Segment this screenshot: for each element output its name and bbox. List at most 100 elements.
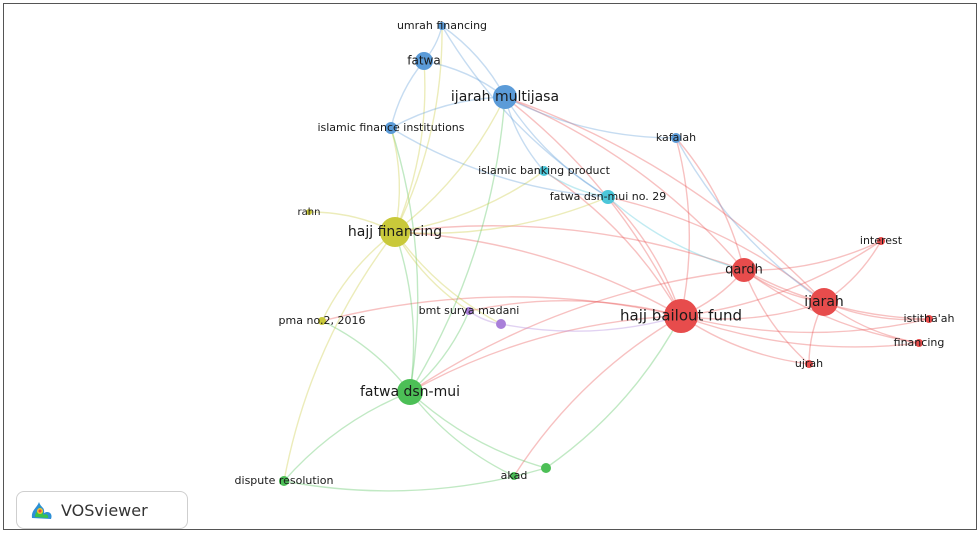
node-label-dispute-resolution: dispute resolution [235, 474, 334, 487]
node-hajj-bailout-fund[interactable] [664, 299, 698, 333]
vosviewer-logo-icon [31, 502, 52, 519]
brand-name: VOSviewer [61, 500, 148, 520]
node-label-ujrah: ujrah [795, 357, 823, 370]
link-hajj-financing-purple-small [394, 231, 502, 325]
link-hajj-bailout-fund-hajj-financing [394, 231, 682, 317]
node-purple-small[interactable] [496, 319, 506, 329]
link-hajj-bailout-fund-fatwa-dsn-mui [409, 315, 682, 393]
link-fatwa-dsn-mui-dispute-resolution [283, 391, 411, 482]
node-kafalah[interactable] [671, 133, 681, 143]
node-label-islamic-banking-product: islamic banking product [478, 164, 610, 177]
node-label-kafalah: kafalah [656, 131, 696, 144]
node-pma-no2-2016[interactable] [318, 317, 326, 325]
link-qardh-interest [743, 240, 882, 271]
link-fatwa-dsn-mui-ijarah-multijasa [409, 96, 506, 393]
node-label-rahn: rahn [298, 207, 321, 218]
node-islamic-banking-product[interactable] [539, 166, 549, 176]
labels-layer: hajj bailout fund qardh ijarah interest isti… [235, 19, 955, 487]
link-fatwa-dsn-mui-hajj-financing [394, 231, 415, 393]
node-financing[interactable] [915, 339, 923, 347]
vosviewer-logo: VOSviewer [16, 491, 188, 529]
node-fatwa[interactable] [415, 52, 433, 70]
node-label-istithaah: istitha'ah [904, 312, 955, 325]
links-layer [283, 25, 930, 492]
node-islamic-finance-institutions[interactable] [385, 122, 397, 134]
link-hajj-bailout-fund-pma-no2-2016 [321, 296, 682, 322]
link-hajj-financing-islamic-finance-institutions [390, 127, 401, 233]
node-label-akad: akad [501, 469, 528, 482]
link-fatwa-dsn-mui-bmt-surya-madani [409, 310, 470, 393]
node-hajj-financing[interactable] [380, 217, 410, 247]
link-hajj-bailout-fund-kafalah [675, 137, 691, 317]
nodes-layer [279, 22, 933, 486]
node-label-ijarah-multijasa: ijarah multijasa [451, 89, 559, 105]
link-hajj-bailout-fund-interest [680, 240, 882, 317]
network-map[interactable]: hajj bailout fund qardh ijarah interest isti… [4, 4, 976, 529]
link-hajj-bailout-fund-akad [513, 315, 682, 477]
network-map-frame: hajj bailout fund qardh ijarah interest isti… [3, 3, 977, 530]
node-label-fatwa-dsn-mui: fatwa dsn-mui [360, 384, 460, 400]
link-kafalah-ijarah [675, 137, 825, 303]
link-fatwa-dsn-mui-green-small [409, 391, 547, 469]
link-hajj-bailout-fund-financing [680, 315, 920, 348]
node-label-hajj-financing: hajj financing [348, 224, 442, 240]
link-ijarah-multijasa-islamic-finance-institutions [390, 96, 506, 129]
link-ijarah-ijarah-multijasa [504, 96, 825, 303]
node-label-umrah-financing: umrah financing [397, 19, 487, 32]
node-label-ijarah: ijarah [804, 294, 844, 310]
link-qardh-ijarah-multijasa [504, 96, 745, 271]
link-fatwa-dsn-mui-islamic-finance-institutions [390, 127, 419, 393]
node-label-hajj-bailout-fund: hajj bailout fund [620, 307, 742, 325]
link-fatwa-dsn-mui-no29-qardh [607, 196, 745, 271]
node-label-qardh: qardh [725, 263, 763, 278]
node-qardh[interactable] [732, 258, 756, 282]
link-ijarah-multijasa-fatwa-dsn-mui-no29 [504, 96, 609, 198]
link-ijarah-multijasa-islamic-banking-product [504, 96, 545, 172]
node-fatwa-dsn-mui-no29[interactable] [601, 190, 615, 204]
link-hajj-bailout-fund-bmt-surya-madani [468, 299, 682, 317]
node-dispute-resolution[interactable] [279, 476, 289, 486]
link-fatwa-dsn-mui-akad [409, 391, 515, 477]
node-label-interest: interest [860, 234, 903, 247]
node-fatwa-dsn-mui[interactable] [397, 379, 423, 405]
link-islamic-finance-institutions-fatwa-dsn-mui-no29 [390, 127, 609, 198]
link-green-small-hajj-bailout-fund [545, 315, 682, 469]
node-ujrah[interactable] [805, 360, 813, 368]
node-interest[interactable] [877, 237, 885, 245]
node-rahn[interactable] [306, 209, 312, 215]
link-umrah-financing-fatwa-dsn-mui-no29 [441, 25, 609, 198]
link-ijarah-multijasa-umrah-financing [441, 25, 506, 98]
link-ijarah-fatwa-dsn-mui-no29 [607, 196, 825, 303]
node-umrah-financing[interactable] [438, 22, 446, 30]
node-label-fatwa: fatwa [407, 54, 440, 68]
link-hajj-financing-dispute-resolution [283, 231, 396, 482]
node-bmt-surya-madani[interactable] [465, 307, 473, 315]
link-fatwa-islamic-finance-institutions [390, 60, 425, 129]
node-label-islamic-finance-institutions: islamic finance institutions [317, 121, 464, 134]
link-hajj-bailout-fund-istithaah [680, 315, 930, 334]
link-purple-small-hajj-bailout-fund [500, 315, 682, 332]
link-hajj-bailout-fund-islamic-banking-product [543, 170, 682, 317]
link-qardh-ujrah [743, 269, 810, 365]
link-ijarah-multijasa-kafalah [504, 96, 677, 139]
node-green-small[interactable] [541, 463, 551, 473]
node-label-fatwa-dsn-mui-no29: fatwa dsn-mui no. 29 [550, 190, 667, 203]
link-qardh-hajj-financing [394, 225, 745, 271]
node-label-pma-no2-2016: pma no.2, 2016 [279, 314, 366, 327]
link-qardh-financing [743, 269, 920, 344]
link-hajj-bailout-fund-ijarah-multijasa [504, 96, 682, 317]
link-hajj-financing-fatwa-dsn-mui-no29 [394, 196, 609, 234]
node-label-financing: financing [894, 336, 945, 349]
link-qardh-fatwa-dsn-mui [409, 269, 745, 393]
node-akad[interactable] [510, 472, 518, 480]
node-ijarah-multijasa[interactable] [493, 85, 517, 109]
link-hajj-financing-fatwa [394, 60, 426, 233]
node-label-bmt-surya-madani: bmt surya madani [419, 304, 520, 317]
node-istithaah[interactable] [925, 315, 933, 323]
node-ijarah[interactable] [810, 288, 838, 316]
link-qardh-kafalah [675, 137, 745, 271]
link-hajj-financing-islamic-banking-product [394, 170, 545, 233]
link-hajj-financing-ijarah-multijasa [394, 96, 506, 233]
link-hajj-financing-umrah-financing [394, 25, 443, 233]
link-fatwa-dsn-mui-pma-no2-2016 [321, 320, 411, 393]
